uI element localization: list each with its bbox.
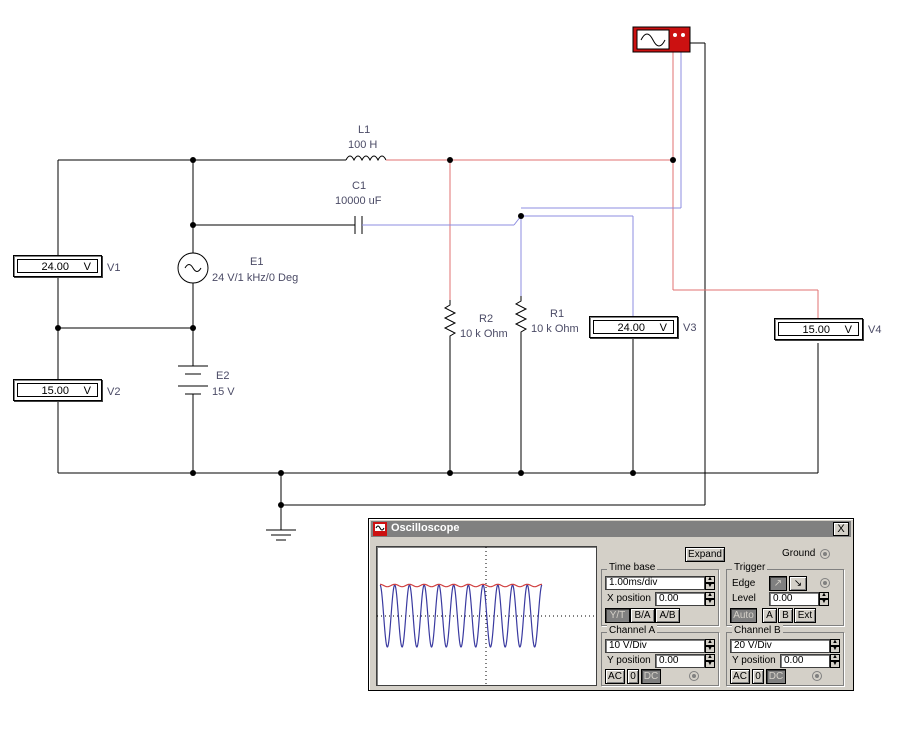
voltmeter-v1[interactable]: 24.00 V bbox=[13, 255, 102, 277]
v3-unit: V bbox=[659, 322, 667, 334]
timebase-field[interactable]: 1.00ms/div bbox=[605, 576, 705, 590]
circuit-wires bbox=[57, 42, 819, 541]
edge-falling-icon[interactable]: ↘ bbox=[789, 576, 807, 591]
l1-value: 100 H bbox=[348, 139, 377, 151]
trigger-title: Trigger bbox=[732, 562, 768, 573]
channel-a-ac-button[interactable]: AC bbox=[605, 669, 625, 684]
l1-name: L1 bbox=[358, 124, 370, 136]
channel-a-ypos-label: Y position bbox=[607, 655, 651, 666]
auto-button[interactable]: Auto bbox=[730, 608, 757, 623]
level-spinner[interactable]: ▲▼ bbox=[819, 592, 829, 606]
e2-name: E2 bbox=[216, 370, 229, 382]
trigger-group: Trigger bbox=[726, 562, 844, 626]
trigger-terminal[interactable] bbox=[820, 578, 830, 588]
oscilloscope-title: Oscilloscope bbox=[391, 522, 460, 534]
channel-a-trace bbox=[379, 584, 543, 648]
channel-b-zero-button[interactable]: 0 bbox=[752, 669, 764, 684]
xpos-spinner[interactable]: ▲▼ bbox=[705, 592, 715, 606]
channel-a-wires bbox=[362, 52, 682, 316]
v2-unit: V bbox=[83, 385, 91, 397]
oscilloscope-title-icon bbox=[373, 522, 387, 536]
v4-label: V4 bbox=[868, 324, 882, 336]
oscilloscope-window: Oscilloscope X Expand Ground Time base 1… bbox=[368, 518, 854, 691]
xpos-label: X position bbox=[607, 593, 651, 604]
v3-reading: 24.00 bbox=[617, 322, 645, 334]
v1-reading: 24.00 bbox=[41, 261, 69, 273]
r2-name: R2 bbox=[479, 313, 493, 325]
e1-value: 24 V/1 kHz/0 Deg bbox=[212, 272, 298, 284]
channel-b-ypos-label: Y position bbox=[732, 655, 776, 666]
c1-name: C1 bbox=[352, 180, 366, 192]
expand-button[interactable]: Expand bbox=[685, 547, 725, 562]
voltmeter-v4[interactable]: 15.00 V bbox=[774, 318, 863, 340]
channel-b-dc-button[interactable]: DC bbox=[766, 669, 786, 684]
oscilloscope-display bbox=[376, 546, 597, 686]
channel-b-scale-spinner[interactable]: ▲▼ bbox=[830, 639, 840, 653]
ground-label: Ground bbox=[782, 548, 816, 559]
c1-value: 10000 uF bbox=[335, 195, 382, 207]
channel-a-title: Channel A bbox=[607, 625, 658, 636]
channel-a-group: Channel A bbox=[601, 625, 719, 686]
oscilloscope-titlebar[interactable]: Oscilloscope X bbox=[371, 521, 851, 537]
close-button[interactable]: X bbox=[833, 522, 849, 536]
channel-b-title: Channel B bbox=[732, 625, 783, 636]
channel-b-ypos-spinner[interactable]: ▲▼ bbox=[830, 654, 840, 668]
r1-value: 10 k Ohm bbox=[531, 323, 579, 335]
v2-label: V2 bbox=[107, 386, 121, 398]
ground-terminal[interactable] bbox=[820, 549, 830, 559]
v1-unit: V bbox=[83, 261, 91, 273]
e2-value: 15 V bbox=[212, 386, 235, 398]
voltmeter-v2[interactable]: 15.00 V bbox=[13, 379, 102, 401]
channel-b-trace bbox=[379, 583, 543, 588]
level-field[interactable]: 0.00 bbox=[769, 592, 819, 606]
v4-reading: 15.00 bbox=[802, 324, 830, 336]
timebase-title: Time base bbox=[607, 562, 658, 573]
junction-dots bbox=[55, 157, 676, 508]
channel-a-terminal[interactable] bbox=[689, 671, 699, 681]
v1-label: V1 bbox=[107, 262, 121, 274]
timebase-group: Time base bbox=[601, 562, 719, 626]
trigger-a-button[interactable]: A bbox=[762, 608, 777, 623]
yt-button[interactable]: Y/T bbox=[605, 608, 630, 623]
channel-a-scale-spinner[interactable]: ▲▼ bbox=[705, 639, 715, 653]
channel-b-wires bbox=[386, 52, 819, 318]
xpos-field[interactable]: 0.00 bbox=[655, 592, 705, 606]
r1-name: R1 bbox=[550, 308, 564, 320]
ab-button[interactable]: A/B bbox=[655, 608, 680, 623]
oscilloscope-icon[interactable] bbox=[632, 26, 691, 53]
edge-rising-icon[interactable]: ↗ bbox=[769, 576, 787, 591]
channel-b-ac-button[interactable]: AC bbox=[730, 669, 750, 684]
channel-b-terminal[interactable] bbox=[812, 671, 822, 681]
channel-a-dc-button[interactable]: DC bbox=[641, 669, 661, 684]
channel-a-scale-field[interactable]: 10 V/Div bbox=[605, 639, 705, 653]
v3-label: V3 bbox=[683, 322, 697, 334]
voltmeter-v3[interactable]: 24.00 V bbox=[589, 316, 678, 338]
e1-name: E1 bbox=[250, 256, 263, 268]
edge-label: Edge bbox=[732, 578, 756, 589]
trigger-b-button[interactable]: B bbox=[778, 608, 793, 623]
r2-value: 10 k Ohm bbox=[460, 328, 508, 340]
ext-button[interactable]: Ext bbox=[794, 608, 816, 623]
channel-b-scale-field[interactable]: 20 V/Div bbox=[730, 639, 830, 653]
channel-b-group: Channel B bbox=[726, 625, 844, 686]
channel-a-ypos-spinner[interactable]: ▲▼ bbox=[705, 654, 715, 668]
ba-button[interactable]: B/A bbox=[630, 608, 655, 623]
channel-b-ypos-field[interactable]: 0.00 bbox=[780, 654, 830, 668]
channel-a-ypos-field[interactable]: 0.00 bbox=[655, 654, 705, 668]
channel-a-zero-button[interactable]: 0 bbox=[627, 669, 639, 684]
v2-reading: 15.00 bbox=[41, 385, 69, 397]
level-label: Level bbox=[732, 593, 756, 604]
timebase-spinner[interactable]: ▲▼ bbox=[705, 576, 715, 590]
v4-unit: V bbox=[844, 324, 852, 336]
